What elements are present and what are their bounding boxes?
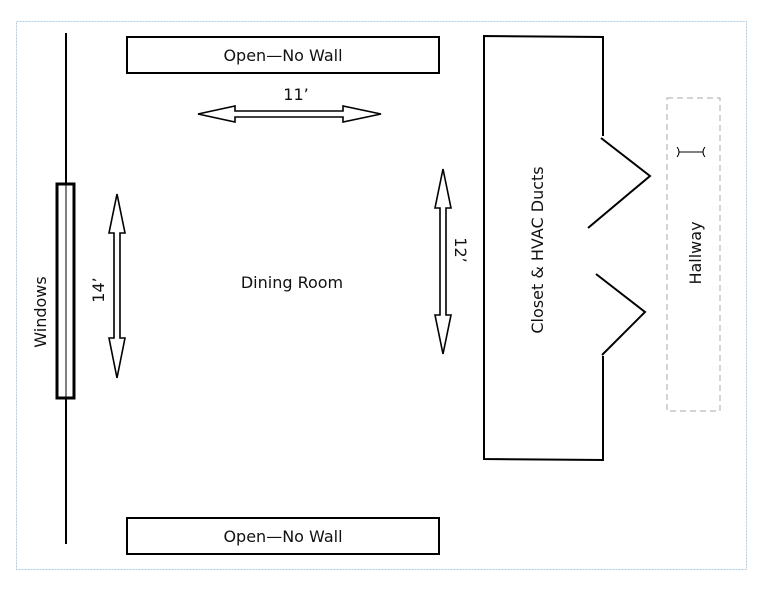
left-height-dimension-arrow-icon	[108, 193, 126, 379]
diagram-frame	[16, 21, 747, 570]
windows-label: Windows	[31, 276, 50, 347]
closet-label: Closet & HVAC Ducts	[528, 166, 547, 333]
hallway-label: Hallway	[686, 221, 705, 284]
open-no-wall-top	[126, 36, 440, 74]
window	[55, 182, 76, 400]
dimension-marker-icon	[676, 146, 706, 158]
open-top-label: Open—No Wall	[223, 46, 342, 65]
width-dimension-label: 11’	[283, 85, 308, 104]
right-height-dimension-label: 12’	[451, 237, 470, 262]
room-label: Dining Room	[241, 273, 343, 292]
width-dimension-arrow-icon	[197, 105, 382, 123]
closet-outline	[483, 34, 652, 462]
hallway-box	[666, 97, 721, 412]
right-height-dimension-arrow-icon	[434, 168, 452, 355]
open-bottom-label: Open—No Wall	[223, 527, 342, 546]
open-no-wall-bottom	[126, 517, 440, 555]
left-height-dimension-label: 14’	[89, 277, 108, 302]
